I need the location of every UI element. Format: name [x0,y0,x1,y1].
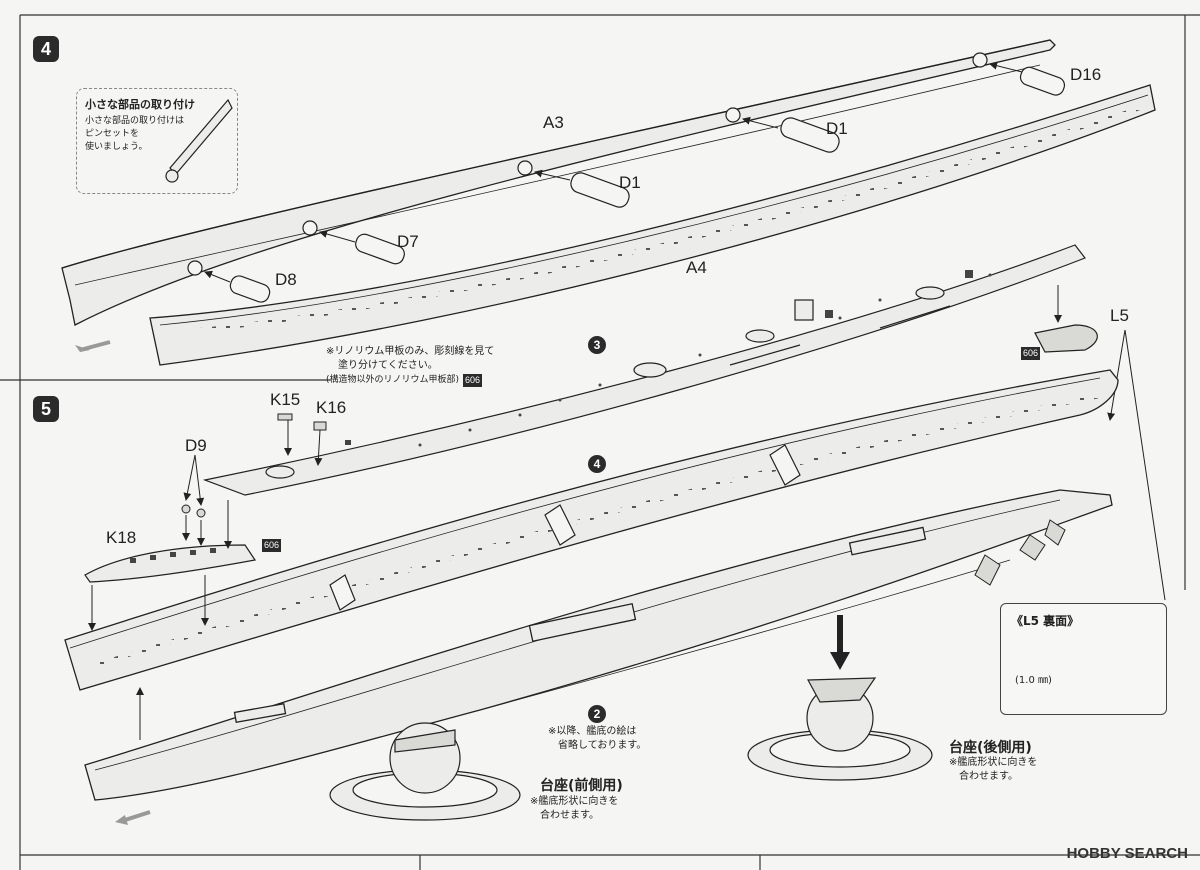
part-label-d1-upper: D1 [826,119,848,138]
stand-front-title: 台座(前側用) [540,778,623,794]
part-label-d16: D16 [1070,65,1102,84]
move-arrow-step4 [75,340,111,352]
part-label-d8: D8 [275,270,297,289]
omit-note-line-2: 省略しております。 [558,740,647,751]
tweezers-illustration [165,98,233,183]
stand-rear [747,677,933,781]
rear-stand-arrow [830,615,850,670]
frame-lines [0,14,1200,870]
part-l5 [1034,324,1098,353]
hull-half-a4 [149,84,1156,366]
propellers [974,519,1066,586]
stand-front-note-line-2: 合わせます。 [540,810,599,821]
part-label-k18: K18 [106,528,137,547]
linoleum-note: ※リノリウム甲板のみ、彫刻線を見て 塗り分けてください。 (構造物以外のリノリウ… [326,345,494,387]
linoleum-note-line-3: (構造物以外のリノリウム甲板部) [326,375,460,385]
deck-details [345,270,992,447]
move-arrow-step5 [115,810,151,825]
inset-title: 《L5 裏面》 [1011,614,1080,628]
part-label-a4: A4 [686,258,707,277]
linoleum-note-line-2: 塗り分けてください。 [338,360,438,371]
part-label-l5: L5 [1110,306,1129,325]
stand-front-note: ※艦底形状に向きを 合わせます。 [530,795,618,823]
part-label-a3: A3 [543,113,564,132]
part-label-k15: K15 [270,390,301,409]
small-parts [181,413,327,518]
tip-box: 小さな部品の取り付け 小さな部品の取り付けは ピンセットを 使いましょう。 [76,88,238,194]
stand-front [329,722,521,821]
paint-chip-606-l5: 606 [1021,347,1041,360]
tip-line-1: 小さな部品の取り付けは [85,116,185,126]
stiffeners-step5 [329,444,801,611]
substep-2-badge: 2 [588,705,606,723]
l5-underside-inset: 《L5 裏面》 (1.0 ㎜) [1000,603,1167,715]
stand-front-note-line-1: ※艦底形状に向きを [530,796,619,807]
part-label-d7: D7 [397,232,419,251]
step5-arrows [88,420,323,740]
substep-3-badge: 3 [588,336,606,354]
stand-rear-note: ※艦底形状に向きを 合わせます。 [949,756,1037,784]
bow-deck-k18 [84,544,257,583]
l5-leaders [1054,285,1166,601]
paint-chip-606-deck: 606 [463,374,483,387]
hull-half-a3 [61,39,1056,326]
part-label-d9: D9 [185,436,207,455]
stiffener-arrows [204,61,1023,283]
hull-lower [84,489,1113,801]
deck-linoleum [202,244,1086,496]
watermark: HOBBY SEARCH [1066,845,1188,862]
tip-title: 小さな部品の取り付け [85,98,195,111]
stand-rear-note-line-2: 合わせます。 [959,771,1018,782]
part-label-d1-lower: D1 [619,173,641,192]
tip-body: 小さな部品の取り付けは ピンセットを 使いましょう。 [85,115,184,154]
stand-rear-note-line-1: ※艦底形状に向きを [949,757,1038,768]
tip-line-3: 使いましょう。 [85,142,148,152]
stiffeners-step4 [187,52,1066,303]
step-5-badge: 5 [33,396,59,422]
linoleum-note-line-1: ※リノリウム甲板のみ、彫刻線を見て [326,346,495,357]
drill-size-label: (1.0 ㎜) [1015,675,1052,686]
paint-chip-606-bow: 606 [262,539,282,552]
part-label-k16: K16 [316,398,347,417]
tip-line-2: ピンセットを [85,129,140,139]
step-4-badge: 4 [33,36,59,62]
omit-note-line-1: ※以降、艦底の絵は [548,726,637,737]
stand-rear-title: 台座(後側用) [949,740,1032,756]
bow-deck-details [130,548,216,563]
omit-note: ※以降、艦底の絵は 省略しております。 [548,725,646,753]
substep-4-badge: 4 [588,455,606,473]
